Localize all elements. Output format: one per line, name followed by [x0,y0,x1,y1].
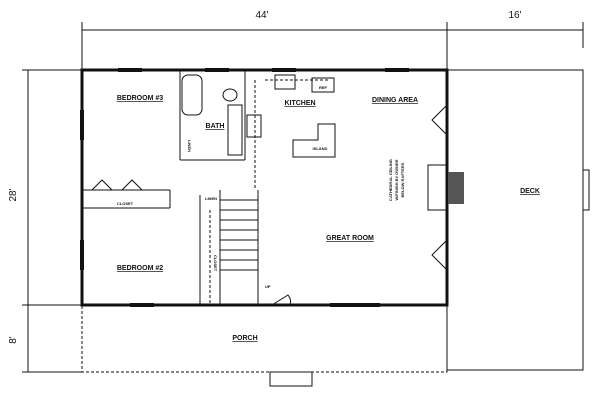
label-ref: REF [319,85,328,90]
label-linen-hall: LINEN [205,196,217,201]
porch-steps [269,371,313,387]
label-up: UP [265,284,271,289]
label-linen-bath: LINEN [187,140,192,152]
toilet [222,88,238,102]
french-doors-deck [431,104,448,271]
closet-doors [91,179,143,191]
label-great-room: GREAT ROOM [326,235,374,242]
deck-steps [582,169,590,211]
fireplace [427,164,449,211]
label-island: ISLAND [313,146,328,151]
stairs [220,199,258,271]
label-porch: PORCH [232,335,257,342]
dim-width-deck: 16' [508,10,521,21]
dim-depth-porch: 8' [8,336,19,344]
label-bedroom3: BEDROOM #3 [117,95,163,102]
range [246,114,262,138]
dimension-lines [22,22,584,373]
label-kitchen: KITCHEN [284,100,315,107]
refrigerator [311,77,335,93]
svg-text:BELOW RAFTERS: BELOW RAFTERS [400,162,405,197]
deck-outline [446,69,584,371]
svg-text:W/FINISH BY OWNER: W/FINISH BY OWNER [394,159,399,200]
kitchen-sink [274,74,296,90]
label-dining-area: DINING AREA [372,97,418,104]
label-deck: DECK [520,188,540,195]
windows [80,68,409,307]
fireplace-hearth [448,172,464,204]
kitchen-island [292,123,336,158]
dim-width-main: 44' [255,10,268,21]
porch-outline [81,304,448,373]
ceiling-note: CATHEDRAL CEILING W/FINISH BY OWNER BELO… [388,159,405,201]
front-door [271,294,292,306]
label-closet: CLOSET [117,201,134,206]
svg-text:CATHEDRAL CEILING: CATHEDRAL CEILING [388,159,393,201]
label-bath: BATH [206,123,225,130]
label-closet-hall: CLOSET [213,255,218,272]
label-bedroom2: BEDROOM #2 [117,265,163,272]
dim-depth-main: 28' [8,188,19,201]
interior-walls [82,70,330,305]
bathtub [181,74,203,116]
vanity [227,104,243,156]
